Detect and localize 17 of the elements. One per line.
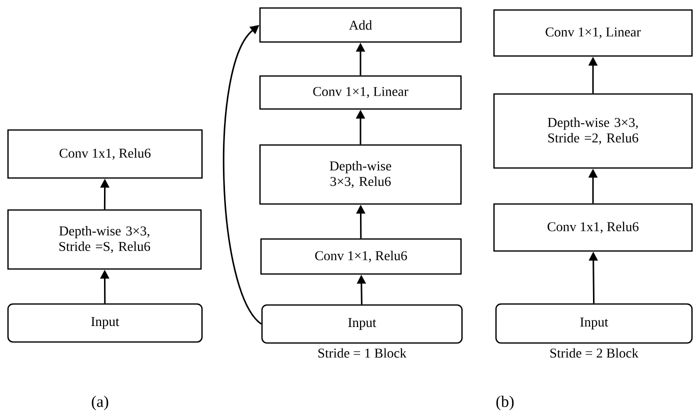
layer-box: Depth-wise 3×3, Stride =2, Relu6 (493, 93, 693, 169)
layer-box: Conv 1x1, Relu6 (493, 203, 693, 252)
arrow (223, 25, 262, 324)
layer-box: Depth-wise 3×3, Relu6 (259, 144, 462, 205)
input-box: Input (7, 303, 203, 343)
panel-label: (a) (92, 396, 108, 410)
input-box: Input (261, 304, 463, 344)
layer-box: Conv 1×1, Linear (259, 75, 462, 110)
input-box: Input (495, 303, 693, 344)
layer-box: Conv 1x1, Relu6 (7, 129, 203, 179)
layer-box: Conv 1×1, Relu6 (260, 238, 462, 275)
layer-box: Add (259, 7, 462, 43)
layer-box: Depth-wise 3×3, Stride =S, Relu6 (7, 209, 202, 270)
panel-label: (b) (496, 396, 514, 410)
layer-box: Conv 1×1, Linear (493, 9, 693, 57)
block-caption: Stride = 2 Block (550, 348, 638, 358)
block-caption: Stride = 1 Block (318, 348, 406, 358)
